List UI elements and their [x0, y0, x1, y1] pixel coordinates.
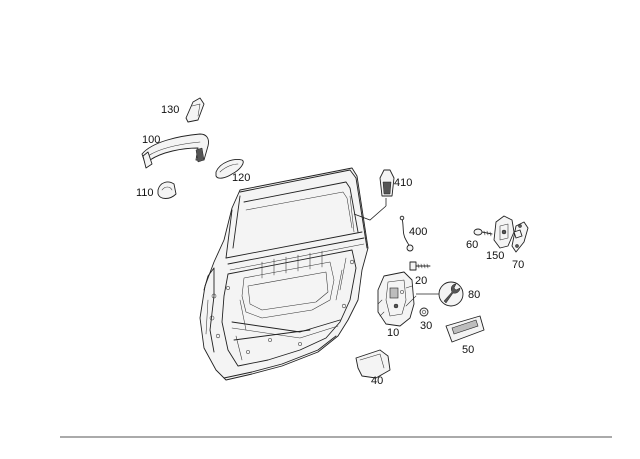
part-120-handle-gasket: 120	[215, 159, 250, 184]
part-70-hinge: 70	[511, 221, 529, 271]
part-label-40: 40	[371, 375, 383, 387]
part-130-handle-cap: 130	[161, 97, 205, 123]
part-label-120: 120	[232, 172, 250, 184]
part-label-100: 100	[142, 134, 160, 146]
part-label-130: 130	[161, 104, 179, 116]
part-50-cover-plate: 50	[445, 315, 485, 356]
part-label-10: 10	[387, 327, 399, 339]
part-150-check-strap: 150	[486, 215, 515, 262]
part-label-70: 70	[512, 259, 524, 271]
part-label-110: 110	[136, 187, 154, 199]
part-label-400: 400	[409, 226, 427, 238]
part-100-outer-handle: 100	[141, 133, 209, 169]
part-label-30: 30	[420, 320, 432, 332]
part-label-50: 50	[462, 344, 474, 356]
part-410-plug: 410	[353, 169, 412, 221]
part-30-grommet: 30	[419, 307, 432, 332]
part-10-door-lock: 10	[377, 271, 417, 339]
part-label-60: 60	[466, 239, 478, 251]
door-shell	[199, 167, 369, 381]
part-label-410: 410	[394, 177, 412, 189]
part-label-20: 20	[415, 275, 427, 287]
part-80-repair-kit: 80	[416, 281, 480, 307]
part-label-150: 150	[486, 250, 504, 262]
part-20-bolt: 20	[409, 261, 431, 287]
part-400-rod: 400	[399, 215, 427, 252]
part-110-handle-insert: 110	[136, 181, 177, 199]
part-label-80: 80	[468, 289, 480, 301]
part-40-lock-cover: 40	[355, 349, 391, 387]
part-60-screw: 60	[466, 228, 493, 251]
